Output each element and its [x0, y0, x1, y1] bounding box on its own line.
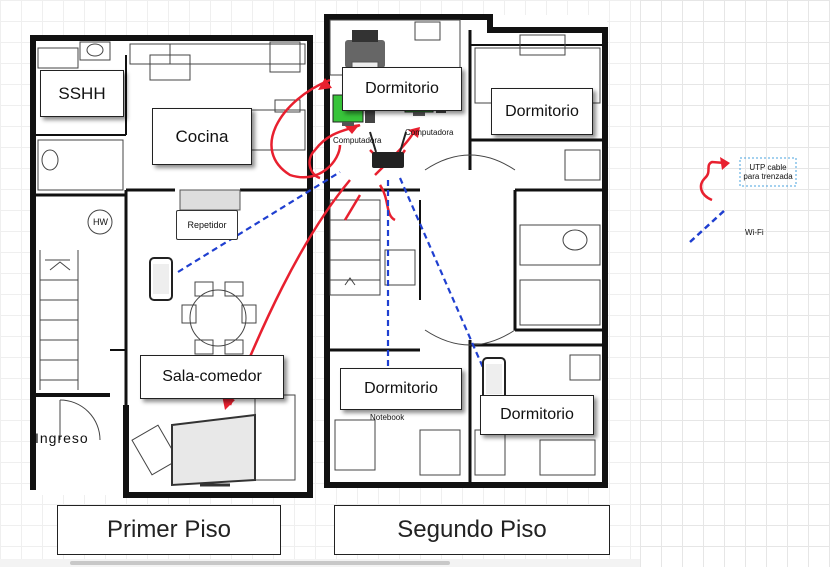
room-label-cocina: Cocina [152, 108, 252, 165]
room-label-dormitorio-1: Dormitorio [342, 67, 462, 111]
legend-wifi-symbol [689, 209, 726, 243]
printer-icon [345, 30, 385, 71]
legend-utp-box [739, 157, 797, 187]
wifi-lines [177, 171, 497, 396]
legend-wifi-label: Wi-Fi [745, 228, 764, 237]
canvas-grid-right [640, 0, 830, 567]
computadora-1-label: Computadora [333, 136, 382, 145]
legend-utp-label: UTP cable para trenzada [743, 163, 793, 181]
tv-icon [171, 413, 256, 487]
notebook-label: Notebook [370, 413, 405, 422]
phone-icon-first-floor [149, 257, 173, 301]
computadora-2-label: Computadora [405, 128, 454, 137]
room-label-dormitorio-2: Dormitorio [491, 88, 593, 135]
hw-label: HW [93, 217, 108, 227]
first-floor-walls [30, 35, 313, 498]
room-label-dormitorio-4: Dormitorio [480, 395, 594, 435]
room-label-sala-comedor: Sala-comedor [140, 355, 284, 399]
router-icon [369, 131, 407, 168]
room-label-dormitorio-3: Dormitorio [340, 368, 462, 410]
floor-title-primer-piso: Primer Piso [57, 505, 281, 555]
repetidor-label: Repetidor [176, 210, 238, 240]
first-floor-furniture [37, 41, 306, 481]
room-label-sshh: SSHH [40, 70, 124, 117]
legend-utp-symbol [699, 157, 730, 202]
phone-icon-second-floor [482, 357, 506, 401]
room-label-ingreso: Ingreso [35, 430, 89, 446]
floor-title-segundo-piso: Segundo Piso [334, 505, 610, 555]
horizontal-scrollbar-thumb[interactable] [70, 561, 450, 565]
